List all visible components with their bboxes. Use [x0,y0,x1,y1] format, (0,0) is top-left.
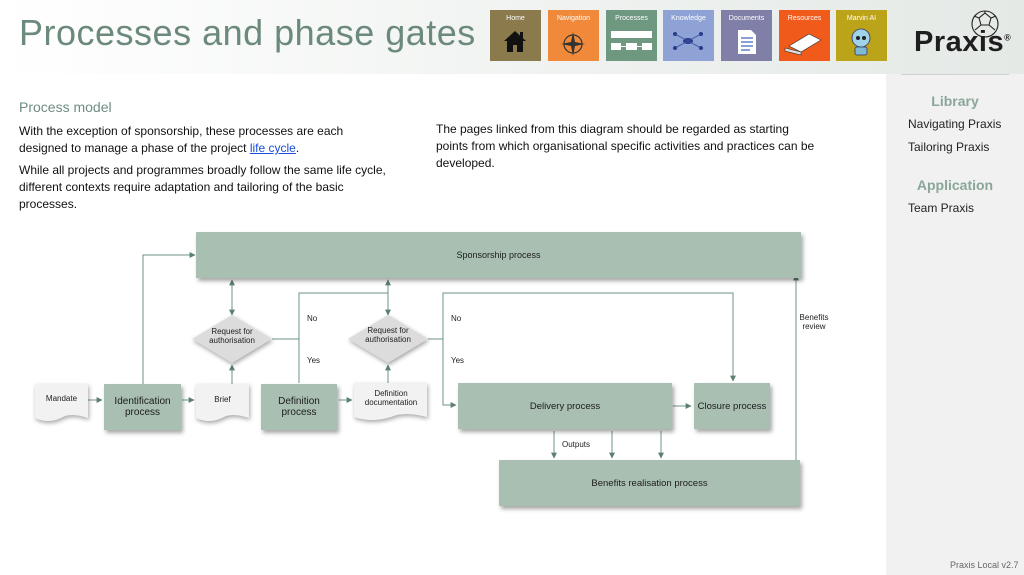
decision-diamond-2[interactable] [348,315,428,363]
nav-tile-home[interactable]: Home [490,10,541,61]
outputs-label: Outputs [562,440,591,449]
process-diagram: Sponsorship process Identification proce… [0,220,886,520]
sidebar: Library Navigating Praxis Tailoring Prax… [886,74,1024,575]
logo-text: Praxis® [914,26,1012,58]
yes-label-2: Yes [451,356,465,365]
nav-label-marvin: Marvin AI [846,15,877,22]
nav-label-processes: Processes [615,15,648,22]
robot-icon [851,28,871,56]
mindmap-icon [673,32,703,50]
house-icon [504,31,526,52]
diagram-connectors [35,252,799,460]
decision-diamond-1[interactable] [192,315,272,363]
request-authorisation-label-1: Request for authorisation [209,327,255,345]
yes-label-1: Yes [307,356,321,365]
mandate-doc[interactable]: Mandate [45,394,78,403]
laptop-icon [784,33,822,56]
nav-label-navigation: Navigation [556,15,591,22]
definition-process-box[interactable]: Definition process [261,384,337,430]
section-title: Process model [19,99,112,115]
delivery-process-box[interactable]: Delivery process [458,383,672,429]
compass-icon [561,32,585,56]
benefits-realisation-process-box[interactable]: Benefits realisation process [499,460,800,506]
sidebar-divider [901,74,1009,75]
nav-label-knowledge: Knowledge [671,15,706,22]
intro-paragraph: With the exception of sponsorship, these… [19,124,344,155]
header-bar: Processes and phase gates Home Navigatio… [0,0,1024,74]
identification-process-box[interactable]: Identification process [104,384,181,430]
nav-tile-documents[interactable]: Documents [721,10,772,61]
sidebar-heading-application: Application [916,177,994,193]
nav-tile-navigation[interactable]: Navigation [548,10,599,61]
closure-process-box[interactable]: Closure process [694,383,770,429]
nav-tile-knowledge[interactable]: Knowledge [663,10,714,61]
no-label-1: No [307,314,318,323]
flowchart-icon [611,31,652,50]
request-authorisation-label-2: Request for authorisation [365,326,411,344]
version-label: Praxis Local v2.7 [950,560,1019,570]
context-paragraph: While all projects and programmes broadl… [19,163,386,211]
mandate-doc-shape [35,384,88,421]
brief-doc[interactable]: Brief [214,395,231,404]
life-cycle-link[interactable]: life cycle [249,141,296,155]
no-label-2: No [451,314,462,323]
nav-label-home: Home [506,15,525,22]
document-icon [738,30,756,54]
sidebar-link-navigating-praxis[interactable]: Navigating Praxis [908,117,1002,131]
nav-label-resources: Resources [787,15,822,22]
sidebar-link-team-praxis[interactable]: Team Praxis [908,201,975,215]
definition-documentation-doc[interactable]: Definition documentation [364,389,418,407]
brief-doc-shape [196,384,249,421]
nav-tile-processes[interactable]: Processes [606,10,657,61]
sponsorship-process-box[interactable]: Sponsorship process [196,232,801,278]
definition-doc-shape [354,383,427,420]
nav-tile-marvin[interactable]: Marvin AI [836,10,887,61]
benefits-review-label: Benefits review [799,313,829,331]
praxis-logo-icon [971,10,999,38]
page-title: Processes and phase gates [19,12,476,53]
sidebar-link-tailoring-praxis[interactable]: Tailoring Praxis [908,140,990,154]
pages-note-paragraph: The pages linked from this diagram shoul… [436,122,815,170]
nav-label-documents: Documents [728,15,765,22]
sidebar-heading-library: Library [931,93,979,109]
nav-tile-resources[interactable]: Resources [779,10,830,61]
